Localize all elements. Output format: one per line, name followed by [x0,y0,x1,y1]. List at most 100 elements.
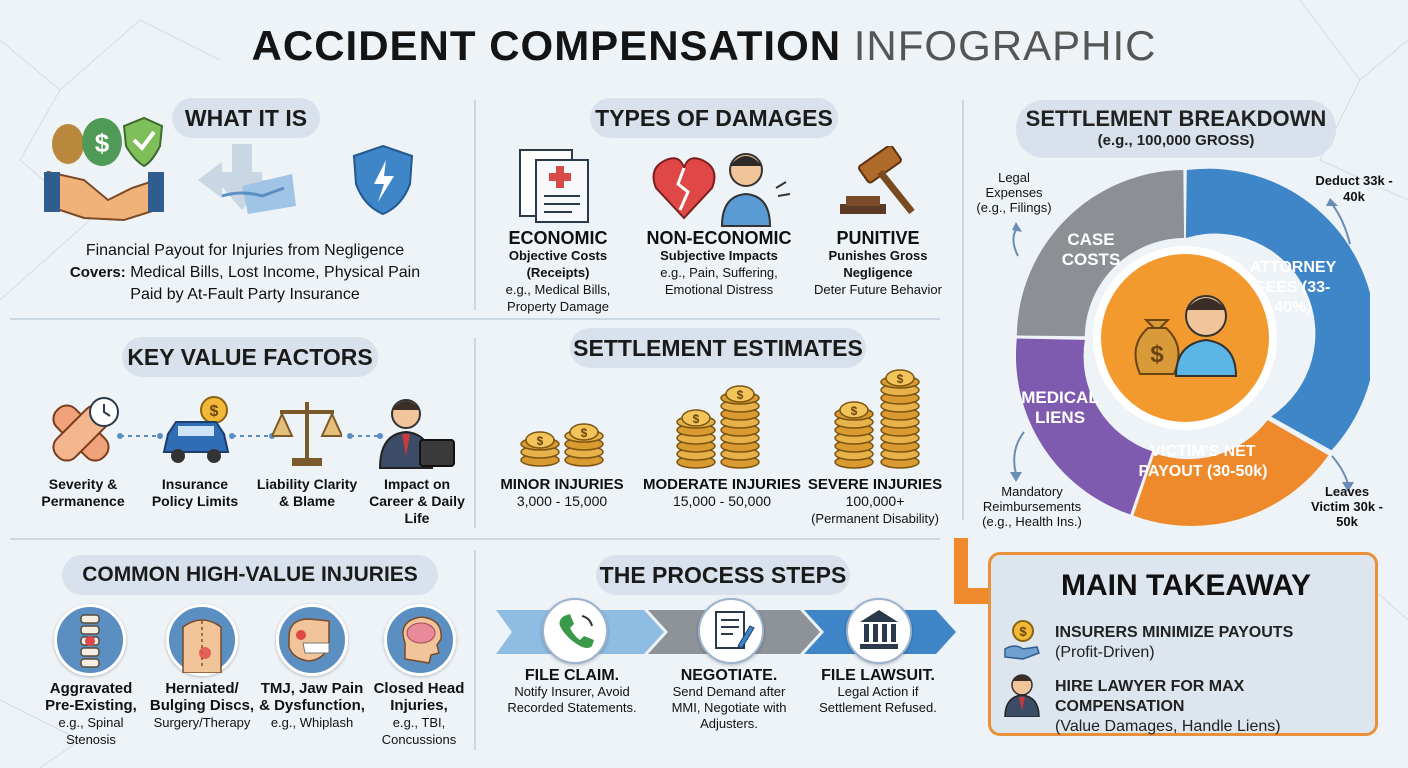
main-takeaway-box: MAIN TAKEAWAY $ INSURERS MINIMIZE PAYOUT… [988,552,1378,736]
injury-tmj: TMJ, Jaw Pain & Dysfunction, e.g., Whipl… [258,680,366,731]
injury-herniated-discs: Herniated/ Bulging Discs, Surgery/Therap… [148,680,256,731]
settlement-breakdown-heading: SETTLEMENT BREAKDOWN (e.g., 100,000 GROS… [1016,100,1336,158]
estimate-range: 15,000 - 50,000 [672,493,772,509]
title-light: INFOGRAPHIC [853,22,1157,69]
what-it-is-line2: Covers: Medical Bills, Lost Income, Phys… [30,262,460,284]
injury-title: TMJ, Jaw Pain & Dysfunction, [259,680,365,714]
injury-pre-existing: Aggravated Pre-Existing, e.g., Spinal St… [36,680,146,748]
segment-label-attorney-fees: ATTORNEY FEES (33-40%) [1249,259,1337,316]
shield-lightning-icon [352,144,414,216]
callout-legal-expenses: Legal Expenses (e.g., Filings) [976,170,1052,215]
svg-text:$: $ [210,403,219,420]
takeaway-item-sub: (Profit-Driven) [1055,644,1155,661]
injury-description: e.g., Whiplash [270,715,354,730]
medical-receipt-icon [519,149,589,223]
segment-victim-net [1133,420,1329,526]
step-negotiate: NEGOTIATE. Send Demand after MMI, Negoti… [660,668,798,732]
svg-text:$: $ [897,372,904,386]
step-file-lawsuit: FILE LAWSUIT. Legal Action if Settlement… [810,668,946,716]
step-file-claim: FILE CLAIM. Notify Insurer, Avoid Record… [506,668,638,716]
scales-of-justice-icon [272,402,342,466]
takeaway-item-title: HIRE LAWYER FOR MAX COMPENSATION [1055,678,1245,715]
bandage-clock-icon [52,397,119,462]
callout-deduct: Deduct 33k - 40k [1315,173,1393,204]
breakdown-title: SETTLEMENT BREAKDOWN [1025,106,1327,131]
takeaway-item-title: INSURERS MINIMIZE PAYOUTS [1055,624,1294,641]
callout-arrows [1010,198,1354,492]
injury-description: e.g., Spinal Stenosis [58,715,124,747]
damage-title: NON-ECONOMIC [646,228,792,248]
step-title: FILE CLAIM. [524,667,620,684]
types-of-damages-heading: TYPES OF DAMAGES [590,98,838,138]
damage-punitive: PUNITIVE Punishes Gross Negligence Deter… [808,228,948,298]
segment-medical-liens [1015,338,1153,515]
damage-economic: ECONOMIC Objective Costs (Receipts) e.g.… [496,228,620,315]
divider [474,550,476,750]
coin-hand-icon: $ [1004,620,1040,660]
divider [962,100,964,520]
divider [10,318,940,320]
factor-insurance-limits: Insurance Policy Limits [151,476,239,509]
step-title: FILE LAWSUIT. [821,667,935,684]
damage-subtitle: Punishes Gross Negligence [828,248,928,280]
svg-text:$: $ [737,388,744,402]
svg-text:$: $ [851,404,858,418]
estimate-note: (Permanent Disability) [811,511,939,526]
step-description: Send Demand after MMI, Negotiate with Ad… [671,684,787,731]
money-handshake-icon: $ [44,116,164,222]
segment-attorney-fees [1185,168,1370,451]
courthouse-icon [846,598,912,664]
svg-text:$: $ [95,128,110,158]
what-it-is-line1: Financial Payout for Injuries from Negli… [85,242,405,259]
damage-title: PUNITIVE [836,228,920,248]
svg-text:$: $ [537,434,544,448]
injury-title: Herniated/ Bulging Discs, [149,680,255,714]
title-bold: ACCIDENT COMPENSATION [251,22,842,69]
svg-text:$: $ [1150,341,1164,368]
document-pen-icon [698,598,764,664]
segment-label-victim-net: VICTIM'S NET PAYOUT (30-50k) [1138,443,1268,480]
damage-subtitle: Objective Costs (Receipts) [508,248,608,280]
divider [474,100,476,310]
injury-title: Aggravated Pre-Existing, [45,680,137,714]
settlement-donut: $ [1015,168,1370,526]
damage-title: ECONOMIC [508,228,608,248]
svg-text:$: $ [1019,624,1027,639]
factors-connector [117,433,383,439]
factor-liability: Liability Clarity & Blame [256,476,358,509]
lawyer-icon [1004,674,1040,717]
process-steps-heading: THE PROCESS STEPS [596,555,850,595]
car-coin-icon: $ [162,396,230,463]
what-it-is-heading: WHAT IT IS [172,98,320,138]
damage-description: Deter Future Behavior [814,282,942,297]
estimate-moderate: MODERATE INJURIES 15,000 - 50,000 [636,476,808,510]
phone-icon [542,598,608,664]
estimate-severe: SEVERE INJURIES 100,000+ (Permanent Disa… [800,476,950,527]
businessman-briefcase-icon [378,399,455,469]
callout-mandatory-reimbursements: Mandatory Reimbursements (e.g., Health I… [982,484,1082,529]
takeaway-item-sub: (Value Damages, Handle Liens) [1055,718,1281,735]
broken-heart-person-icon [652,153,791,227]
injury-description: e.g., TBI, Concussions [381,715,457,747]
estimate-range: 3,000 - 15,000 [516,493,608,509]
damage-non-economic: NON-ECONOMIC Subjective Impacts e.g., Pa… [640,228,798,298]
covers-label: Covers: [69,264,126,281]
key-value-factors-heading: KEY VALUE FACTORS [122,337,378,377]
damage-description: e.g., Pain, Suffering, Emotional Distres… [660,265,778,297]
estimate-minor: MINOR INJURIES 3,000 - 15,000 [496,476,628,510]
estimate-range: 100,000+ [845,493,905,509]
step-description: Legal Action if Settlement Refused. [819,684,937,715]
injury-closed-head: Closed Head Injuries, e.g., TBI, Concuss… [364,680,474,748]
step-description: Notify Insurer, Avoid Recorded Statement… [507,684,637,715]
callout-leaves-victim: Leaves Victim 30k - 50k [1310,484,1384,529]
injury-title: Closed Head Injuries, [373,680,465,714]
breakdown-subtitle: (e.g., 100,000 GROSS) [1097,132,1255,149]
svg-text:$: $ [581,426,588,440]
common-injuries-heading: COMMON HIGH-VALUE INJURIES [62,555,438,595]
factor-career-impact: Impact on Career & Daily Life [369,476,465,526]
spine-icon [54,604,126,676]
what-it-is-description: Financial Payout for Injuries from Negli… [30,240,460,306]
divider [474,338,476,528]
jaw-icon [276,604,348,676]
injury-description: Surgery/Therapy [153,715,251,730]
